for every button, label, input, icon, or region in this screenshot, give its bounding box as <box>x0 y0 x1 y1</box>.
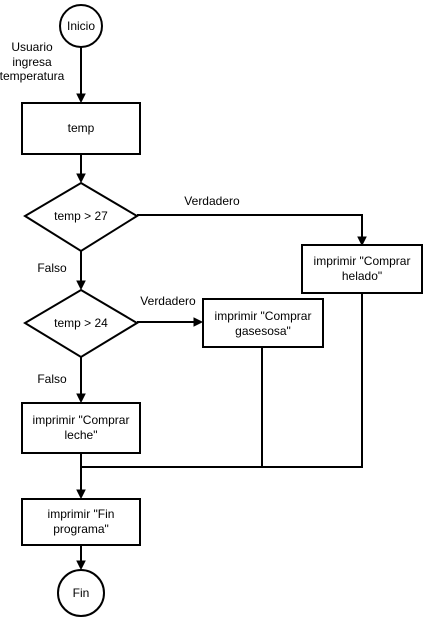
process-gaseosa: imprimir "Comprar gasesosa" <box>202 298 324 348</box>
cond1-false-label: Falso <box>37 261 67 275</box>
finprog-line1: imprimir "Fin <box>48 507 115 521</box>
arrowhead-cond1-true-to-helado <box>357 236 367 247</box>
input-note-line1: Usuario <box>11 40 53 54</box>
connectors <box>76 47 367 571</box>
end-label: Fin <box>73 586 90 600</box>
edge-labels: Usuario ingresa temperatura Verdadero Fa… <box>0 40 240 386</box>
arrowhead-input-to-cond1 <box>76 173 86 184</box>
input-note-line3: temperatura <box>0 69 65 83</box>
leche-line1: imprimir "Comprar <box>33 413 130 427</box>
gaseosa-line1: imprimir "Comprar <box>215 309 312 323</box>
arrowhead-cond2-false-to-leche <box>76 393 86 404</box>
leche-line2: leche" <box>65 428 98 442</box>
cond1-true-label: Verdadero <box>184 194 240 208</box>
input-note-line2: ingresa <box>12 55 52 69</box>
arrowhead-finprog-to-end <box>76 560 86 571</box>
edge-cond1-true-to-helado <box>137 214 363 237</box>
process-helado: imprimir "Comprar helado" <box>301 244 423 294</box>
helado-line1: imprimir "Comprar <box>314 254 411 268</box>
process-fin-programa: imprimir "Fin programa" <box>21 498 141 546</box>
arrowhead-cond2-true-to-gaseosa <box>193 317 204 327</box>
cond2-true-label: Verdadero <box>140 294 196 308</box>
arrowhead-start-to-input <box>76 93 86 104</box>
gaseosa-line2: gasesosa" <box>235 324 291 338</box>
decision-1-label: temp > 27 <box>54 209 108 223</box>
arrowhead-cond1-false-to-cond2 <box>76 280 86 291</box>
edge-helado-to-merge <box>262 293 363 468</box>
input-node: temp <box>21 102 141 155</box>
helado-line2: helado" <box>342 269 382 283</box>
decision-node-2: temp > 24 <box>23 288 139 359</box>
start-label: Inicio <box>67 19 95 33</box>
input-label: temp <box>68 121 95 135</box>
decision-node-1: temp > 27 <box>23 181 139 253</box>
start-node: Inicio <box>59 4 103 48</box>
cond2-false-label: Falso <box>37 372 67 386</box>
decision-2-label: temp > 24 <box>54 316 108 330</box>
end-node: Fin <box>57 569 105 617</box>
arrowhead-leche-to-finprog <box>76 489 86 500</box>
finprog-line2: programa" <box>53 522 109 536</box>
process-leche: imprimir "Comprar leche" <box>21 402 141 454</box>
